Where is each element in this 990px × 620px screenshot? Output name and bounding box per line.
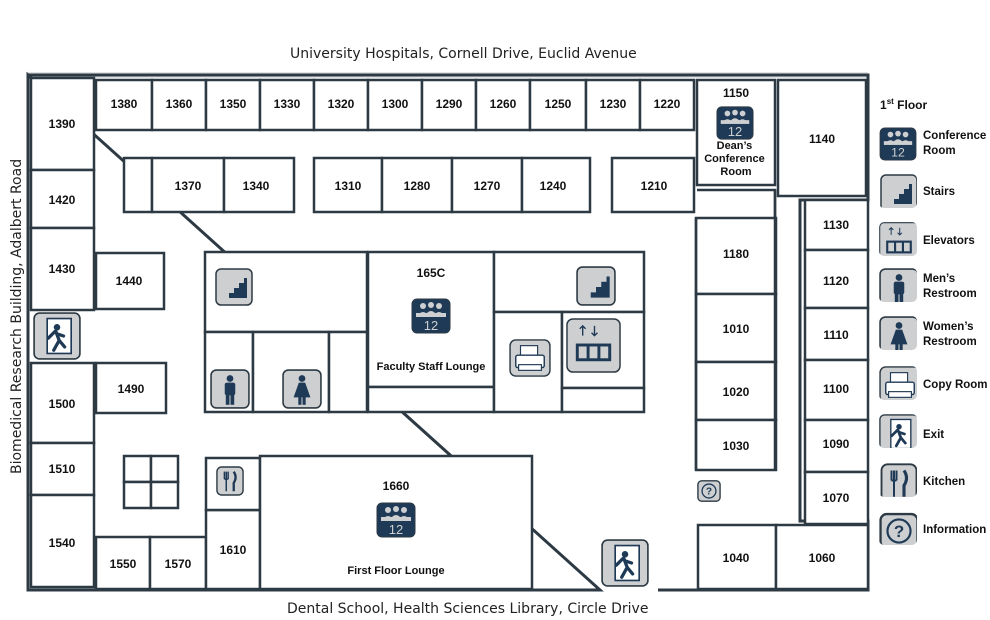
exit-icon xyxy=(33,312,81,360)
stairs-icon xyxy=(576,266,616,306)
conference-room-icon: 12 xyxy=(716,106,754,140)
room-1570: 1570 xyxy=(165,557,192,571)
legend-label: Stairs xyxy=(923,186,955,198)
legend-item-stairs: Stairs xyxy=(879,174,989,208)
room-1230: 1230 xyxy=(600,97,627,111)
room-1040: 1040 xyxy=(723,551,750,565)
legend-item-information: Information xyxy=(879,511,989,545)
legend-label: Exit xyxy=(923,429,945,441)
conference-room-icon: 12 xyxy=(376,502,416,538)
exit-icon xyxy=(601,539,649,587)
room-1110: 1110 xyxy=(823,328,849,342)
svg-text:12: 12 xyxy=(891,145,905,159)
room-1430: 1430 xyxy=(49,262,76,276)
elevator-icon xyxy=(879,222,917,256)
legend-item-copy-room: Copy Room xyxy=(879,366,989,400)
conference-capacity: 12 xyxy=(424,318,438,333)
stairs-icon xyxy=(880,174,917,208)
room-1510: 1510 xyxy=(49,462,76,476)
womens-restroom-icon xyxy=(879,316,917,350)
room-1380: 1380 xyxy=(111,97,138,111)
room-1030: 1030 xyxy=(723,439,750,453)
room-1140: 1140 xyxy=(809,132,835,146)
room-1280: 1280 xyxy=(404,179,431,193)
legend-item-exit: Exit xyxy=(879,414,989,448)
room-1660: 1660 xyxy=(383,479,410,493)
room-1180: 1180 xyxy=(723,247,749,261)
room-1540: 1540 xyxy=(49,536,76,550)
room-1500: 1500 xyxy=(49,397,76,411)
room-1150: 1150 xyxy=(723,86,749,100)
room-1550: 1550 xyxy=(110,557,137,571)
room-1250: 1250 xyxy=(545,97,572,111)
legend-item-mens-restroom: Men’s Restroom xyxy=(879,268,989,302)
legend-label: Copy Room xyxy=(923,379,988,391)
room-1320: 1320 xyxy=(328,97,355,111)
room-1070: 1070 xyxy=(823,491,850,505)
room-1310: 1310 xyxy=(335,179,362,193)
room-1100: 1100 xyxy=(823,382,849,396)
room-1440: 1440 xyxy=(116,274,143,288)
room-1020: 1020 xyxy=(723,385,750,399)
floor-plan-map: ? xyxy=(26,71,870,592)
room-1260: 1260 xyxy=(490,97,517,111)
room-1610: 1610 xyxy=(220,543,247,557)
conference-room-icon: 12 xyxy=(879,127,917,161)
kitchen-icon xyxy=(879,463,917,497)
room-1240: 1240 xyxy=(540,179,567,193)
exit-icon xyxy=(879,414,917,448)
faculty-staff-lounge-label: Faculty Staff Lounge xyxy=(377,361,486,373)
deans-conference-room-label: Dean’s Conference Room xyxy=(704,140,768,178)
legend-item-kitchen: Kitchen xyxy=(879,463,989,497)
mens-restroom-icon xyxy=(210,369,250,409)
legend-label: Men’s Restroom xyxy=(923,273,977,300)
legend-label: Elevators xyxy=(923,235,975,247)
room-1300: 1300 xyxy=(382,97,409,111)
information-icon xyxy=(697,480,721,502)
room-1340: 1340 xyxy=(243,179,270,193)
mens-restroom-icon xyxy=(879,268,917,302)
room-1210: 1210 xyxy=(641,179,668,193)
legend-label: Conference Room xyxy=(923,130,987,157)
first-floor-lounge-label: First Floor Lounge xyxy=(347,565,444,577)
room-1130: 1130 xyxy=(823,218,849,232)
legend-item-elevators: Elevators xyxy=(879,222,989,256)
floor-label: 1st Floor xyxy=(880,97,928,112)
room-1390: 1390 xyxy=(49,117,76,131)
legend-label: Kitchen xyxy=(923,476,966,488)
room-165c: 165C xyxy=(417,266,446,280)
conference-capacity: 12 xyxy=(389,522,403,537)
information-icon xyxy=(879,512,917,545)
legend-label: Women’s Restroom xyxy=(923,321,977,348)
stairs-icon xyxy=(215,268,253,306)
room-1490: 1490 xyxy=(118,382,145,396)
room-1220: 1220 xyxy=(654,97,681,111)
womens-restroom-icon xyxy=(282,369,322,409)
room-1350: 1350 xyxy=(220,97,247,111)
legend-item-womens-restroom: Women’s Restroom xyxy=(879,316,989,350)
elevator-icon xyxy=(566,318,621,373)
room-1370: 1370 xyxy=(175,179,202,193)
room-1010: 1010 xyxy=(723,322,750,336)
legend-item-conference: 12 Conference Room xyxy=(879,127,989,161)
room-1290: 1290 xyxy=(436,97,463,111)
street-label-north: University Hospitals, Cornell Drive, Euc… xyxy=(290,46,637,62)
room-1330: 1330 xyxy=(274,97,301,111)
room-1060: 1060 xyxy=(809,551,836,565)
room-1090: 1090 xyxy=(823,437,850,451)
copy-room-icon xyxy=(509,339,551,377)
legend-label: Information xyxy=(923,524,987,536)
room-1270: 1270 xyxy=(474,179,501,193)
room-1420: 1420 xyxy=(49,193,76,207)
room-1360: 1360 xyxy=(166,97,193,111)
conference-capacity: 12 xyxy=(728,124,742,139)
conference-room-icon: 12 xyxy=(411,298,451,334)
kitchen-icon xyxy=(216,465,244,497)
street-label-south: Dental School, Health Sciences Library, … xyxy=(287,601,649,617)
room-1120: 1120 xyxy=(823,274,849,288)
copy-room-icon xyxy=(879,366,917,400)
